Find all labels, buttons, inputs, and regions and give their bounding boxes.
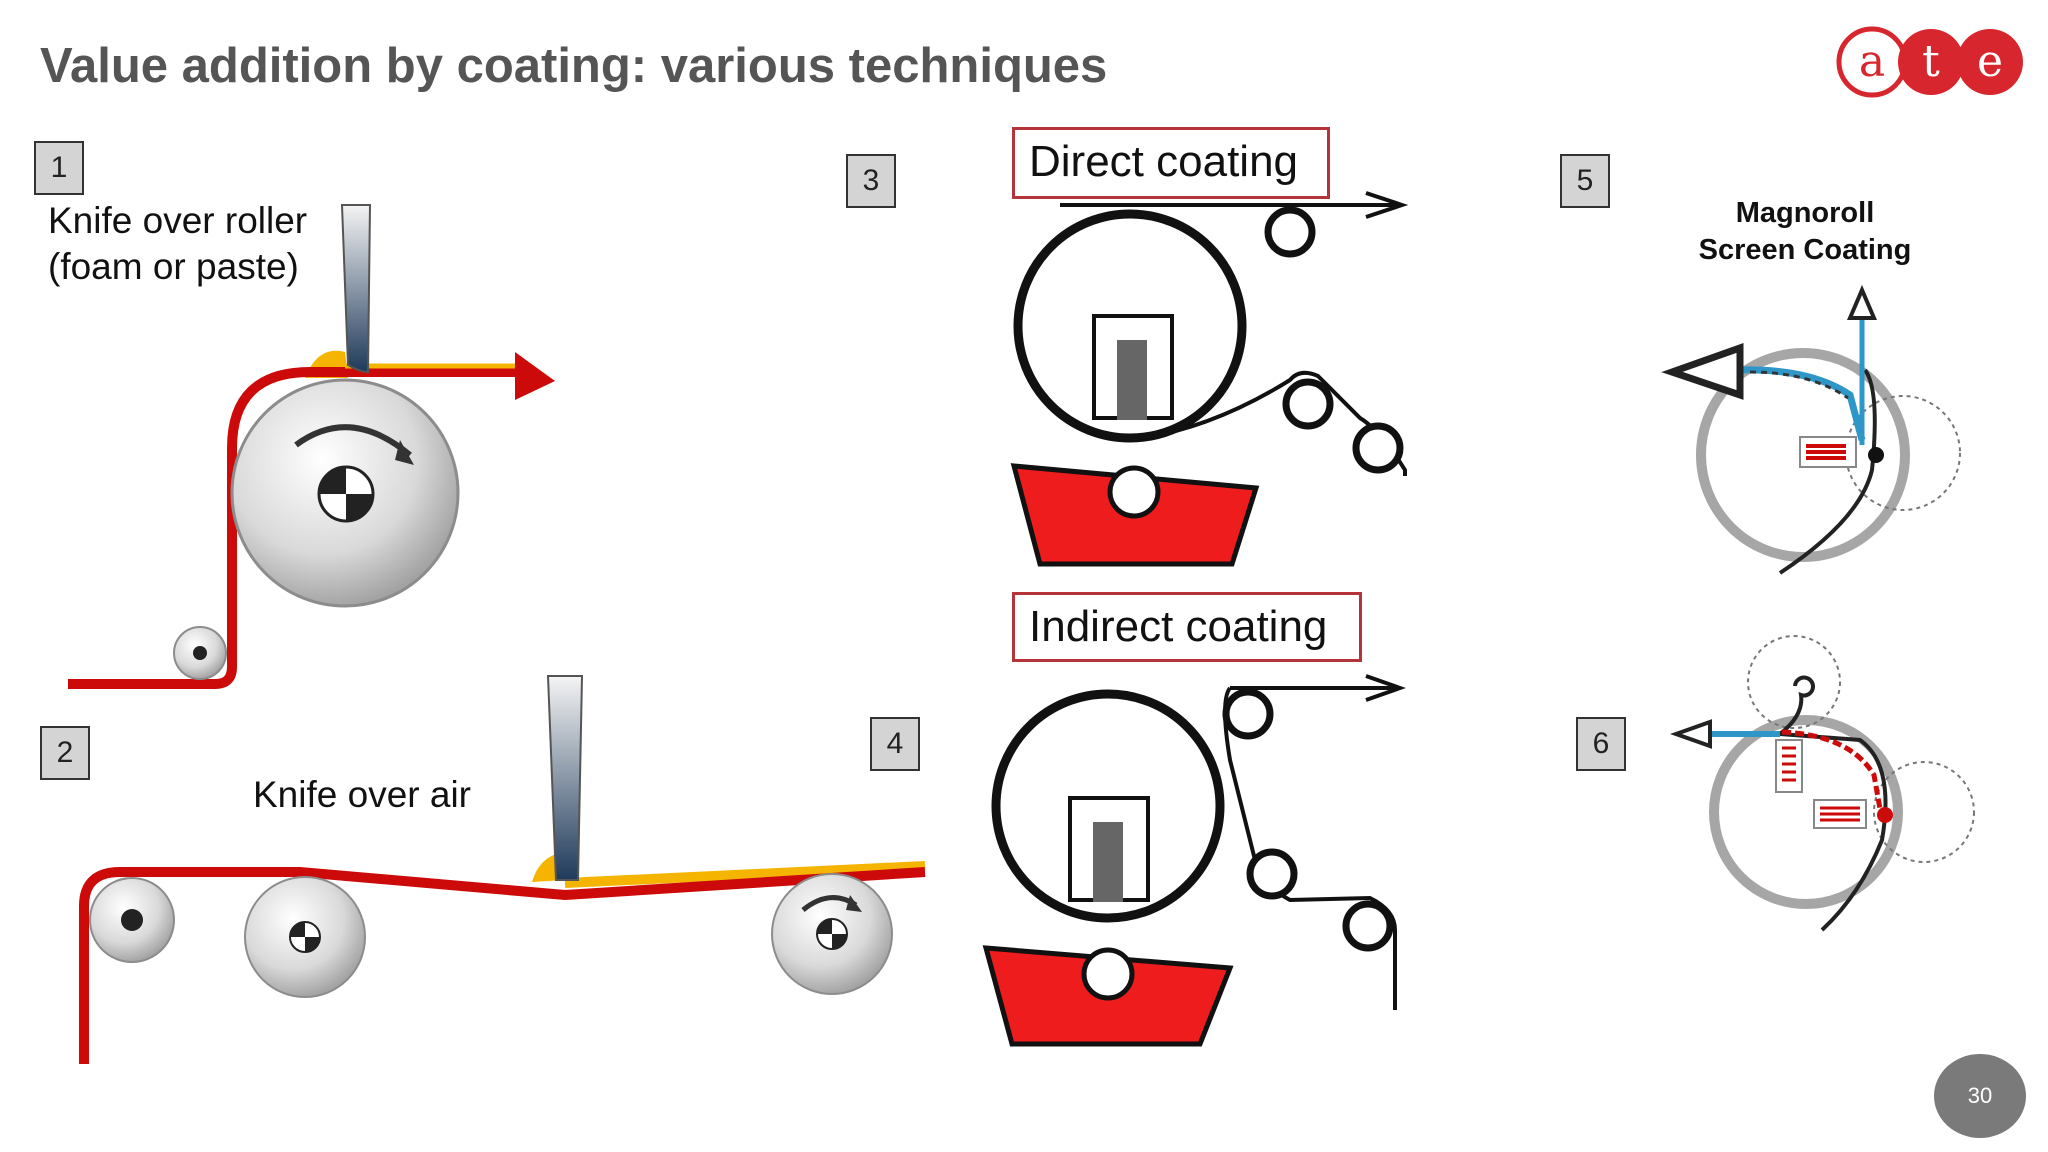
direct-coating-label: Direct coating — [1012, 127, 1330, 199]
magnoroll-label-line1: Magnoroll — [1735, 197, 1875, 229]
panel-number-6: 6 — [1576, 717, 1626, 771]
pickup-roller-3 — [1107, 465, 1161, 519]
rotation-arrow-1 — [294, 424, 412, 458]
top-roller-6 — [1747, 635, 1841, 729]
ate-logo: a t e — [1836, 26, 2023, 98]
left-arrow-5 — [1661, 343, 1744, 400]
support-roller-2 — [244, 876, 366, 998]
fabric-path-5 — [1778, 368, 1877, 575]
panel-number-2: 2 — [40, 726, 90, 780]
logo-letter-a: a — [1859, 36, 1885, 87]
magnoroll-label: Magnoroll Screen Coating — [1640, 195, 1970, 269]
indirect-coating-label: Indirect coating — [1012, 592, 1362, 662]
drive-roller-2 — [771, 873, 893, 995]
knife-blade-1 — [340, 204, 372, 374]
logo-letter-t: t — [1922, 36, 1940, 87]
panel-number-4: 4 — [870, 717, 920, 771]
guide-roller-3a — [1264, 206, 1316, 258]
guide-roller-3c — [1352, 422, 1404, 474]
roller-center-mark-1 — [317, 465, 375, 523]
left-arrow-6 — [1669, 719, 1712, 749]
guide-roller-4c — [1342, 900, 1394, 952]
counter-roller-6 — [1873, 761, 1975, 863]
guide-roller-3b — [1282, 378, 1334, 430]
slide-title: Value addition by coating: various techn… — [40, 39, 1108, 93]
main-drum-4 — [991, 689, 1225, 923]
knife-blade-2 — [546, 675, 584, 881]
panel-number-5: 5 — [1560, 154, 1610, 208]
arrow-head-1 — [515, 352, 555, 400]
panel-2-label: Knife over air — [253, 774, 471, 815]
pickup-roller-4 — [1081, 947, 1135, 1001]
panel-number-1: 1 — [34, 141, 84, 195]
guide-roller-4a — [1222, 688, 1274, 740]
fabric-web-1 — [68, 367, 520, 689]
screen-blue-5 — [1737, 366, 1866, 441]
guide-roller-4b — [1246, 848, 1298, 900]
panel-1-label-line1: Knife over roller — [48, 200, 308, 241]
logo-letter-e: e — [1977, 36, 2003, 87]
magnoroll-label-line2: Screen Coating — [1698, 234, 1912, 266]
fabric-web-2 — [79, 867, 926, 1064]
panel-1-label-line2: (foam or paste) — [48, 246, 299, 287]
page-number: 30 — [1934, 1054, 2026, 1138]
panel-number-3: 3 — [846, 154, 896, 208]
screen-drum-6 — [1709, 715, 1903, 909]
